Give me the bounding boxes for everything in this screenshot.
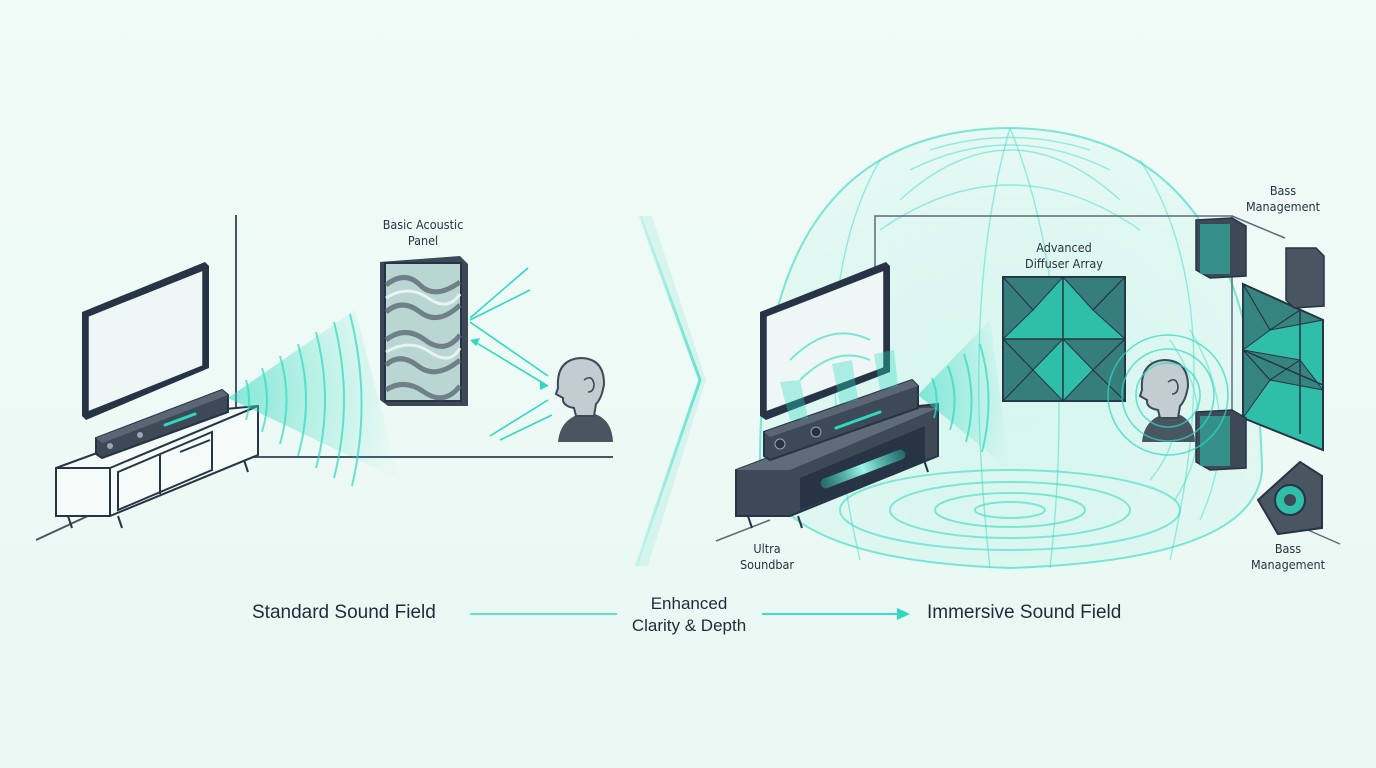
- enhancement-caption: Enhanced Clarity & Depth: [632, 593, 746, 637]
- left-tv: [82, 262, 209, 420]
- transition-chevron: [636, 216, 706, 566]
- basic-panel-label-line2: Panel: [383, 233, 464, 249]
- basic-acoustic-panel: [380, 256, 468, 406]
- bass-management-top-label: Bass Management: [1246, 183, 1320, 215]
- advanced-array-label-line2: Diffuser Array: [1025, 256, 1103, 272]
- advanced-array-label-line1: Advanced: [1025, 240, 1103, 256]
- bass-management-bottom-label: Bass Management: [1251, 541, 1325, 573]
- bass-top-label-line1: Bass: [1246, 183, 1320, 199]
- basic-panel-label-line1: Basic Acoustic: [383, 217, 464, 233]
- bass-bottom-label-line2: Management: [1251, 557, 1325, 573]
- enhancement-caption-line2: Clarity & Depth: [632, 615, 746, 637]
- immersive-sound-field-caption: Immersive Sound Field: [927, 601, 1121, 625]
- advanced-array-label: Advanced Diffuser Array: [1025, 240, 1103, 272]
- ultra-soundbar-label: Ultra Soundbar: [740, 541, 794, 573]
- standard-sound-field-caption: Standard Sound Field: [252, 601, 436, 625]
- ultra-soundbar-label-line1: Ultra: [740, 541, 794, 557]
- ultra-soundbar-label-line2: Soundbar: [740, 557, 794, 573]
- enhancement-caption-line1: Enhanced: [632, 593, 746, 615]
- listener-head-icon: [556, 358, 613, 442]
- basic-panel-label: Basic Acoustic Panel: [383, 217, 464, 249]
- advanced-diffuser-array: [1003, 277, 1125, 401]
- arrow-right-icon: [897, 608, 910, 620]
- left-sound-beam: [228, 310, 400, 486]
- left-reflection-arrows: [470, 268, 552, 440]
- bass-bottom-label-line1: Bass: [1251, 541, 1325, 557]
- bass-top-label-line2: Management: [1246, 199, 1320, 215]
